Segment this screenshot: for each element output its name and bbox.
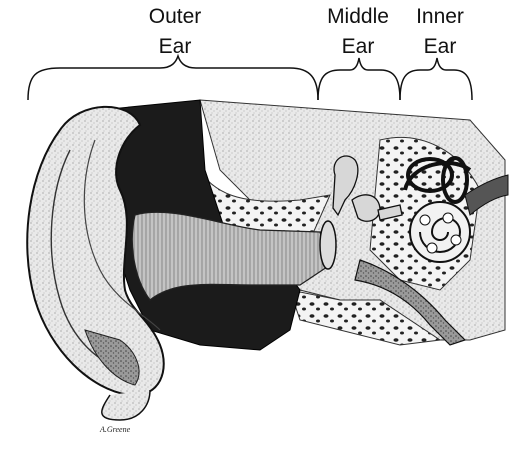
region-braces — [28, 56, 472, 100]
cochlea — [410, 202, 470, 262]
outer-ear-brace — [28, 56, 318, 100]
eardrum — [320, 221, 336, 269]
middle-ear-brace — [318, 58, 400, 100]
inner-ear-brace — [400, 58, 472, 100]
artist-signature: A.Greene — [99, 425, 131, 434]
